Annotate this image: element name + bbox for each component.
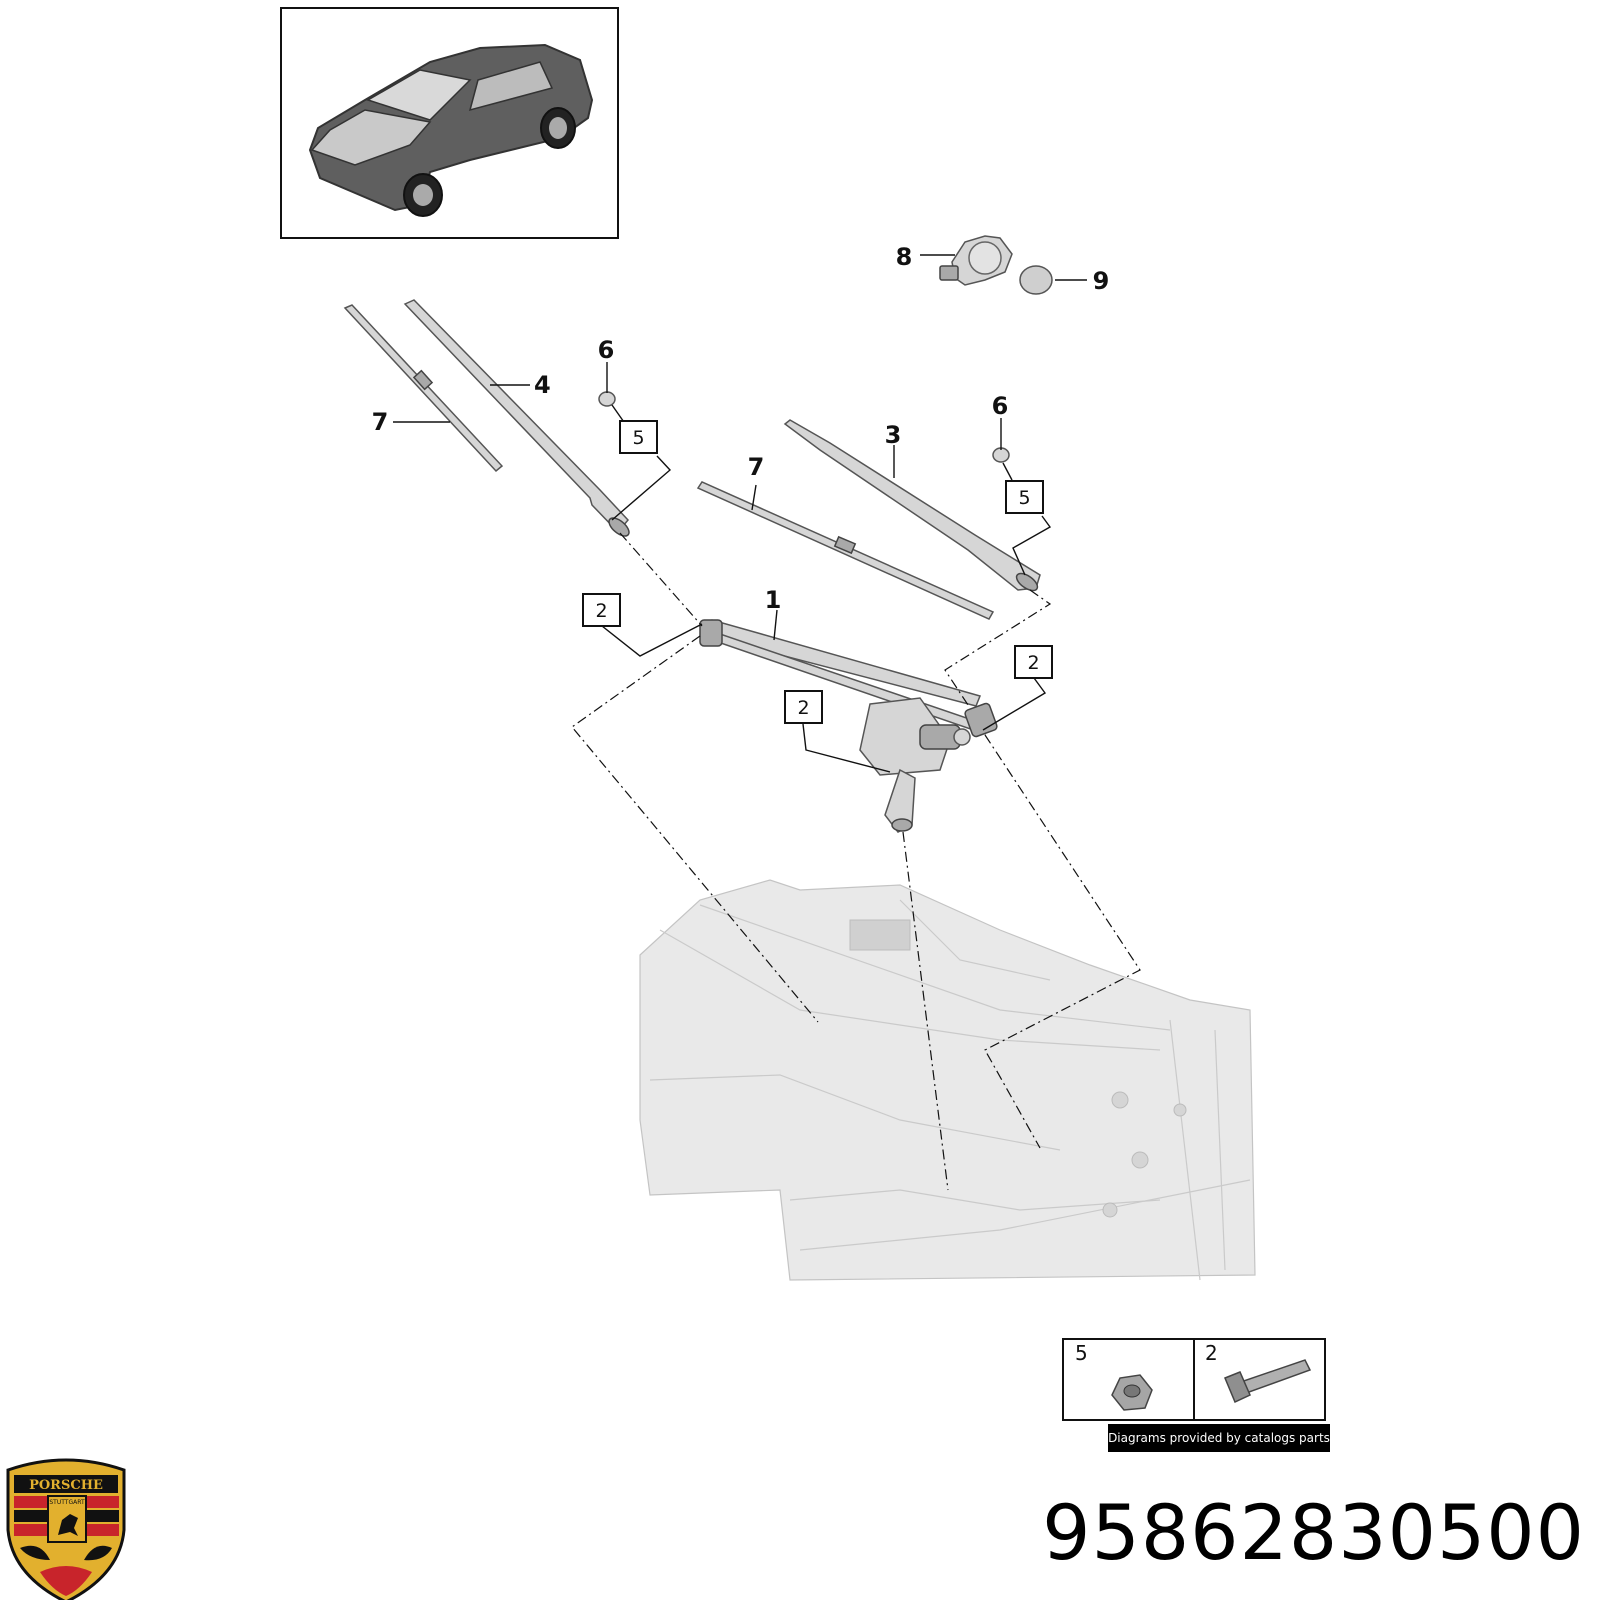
boxed-callout-2-center: 2	[784, 690, 823, 724]
callout-3: 3	[885, 421, 902, 449]
callout-1: 1	[765, 586, 782, 614]
cap-nut-right	[992, 447, 1010, 463]
vehicle-body-section	[639, 879, 1256, 1281]
boxed-callout-5-right: 5	[1005, 480, 1044, 514]
svg-text:5: 5	[632, 427, 644, 449]
svg-text:2: 2	[1027, 652, 1039, 674]
wiper-arm-right	[783, 419, 1041, 592]
wiper-blade-left	[343, 304, 504, 473]
wiper-blade-right	[696, 481, 995, 620]
wiper-linkage-and-motor	[698, 619, 998, 833]
vehicle-overview-thumbnail	[280, 7, 619, 239]
car-hood	[310, 109, 432, 166]
boxed-callout-2-left: 2	[582, 593, 621, 627]
legend-label-5: 5	[1075, 1341, 1088, 1365]
callout-7-right: 7	[748, 453, 765, 481]
bolt-icon	[1224, 1359, 1312, 1404]
svg-text:2: 2	[595, 600, 607, 622]
rain-sensor	[939, 235, 1013, 286]
callout-9: 9	[1093, 267, 1110, 295]
svg-text:PORSCHE: PORSCHE	[29, 1478, 103, 1493]
part-number: 95862830500	[1042, 1488, 1585, 1577]
cap-nut-left	[598, 391, 616, 407]
wiper-arm-left	[403, 299, 630, 537]
boxed-callout-5-left: 5	[619, 420, 658, 454]
callout-4: 4	[534, 371, 551, 399]
fastener-legend: 5 2	[1062, 1338, 1326, 1421]
callout-8: 8	[896, 243, 913, 271]
boxed-callout-2-right: 2	[1014, 645, 1053, 679]
callout-7-left: 7	[372, 408, 389, 436]
svg-text:STUTTGART: STUTTGART	[49, 1499, 85, 1506]
callout-6-right: 6	[992, 392, 1009, 420]
car-side-window	[468, 61, 554, 112]
svg-text:5: 5	[1018, 487, 1030, 509]
porsche-crest-logo: PORSCHE STUTTGART	[6, 1458, 126, 1600]
diagram-credit: Diagrams provided by catalogs parts	[1108, 1424, 1330, 1452]
svg-text:2: 2	[797, 697, 809, 719]
car-windshield	[366, 69, 472, 121]
sensor-cover	[1019, 265, 1053, 295]
flange-nut-icon	[1111, 1374, 1153, 1411]
callout-6-left: 6	[598, 336, 615, 364]
legend-label-2: 2	[1205, 1341, 1218, 1365]
